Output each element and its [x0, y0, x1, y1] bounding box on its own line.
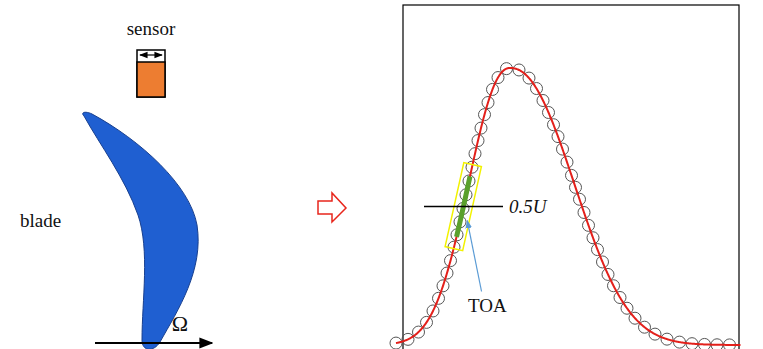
sensor-element: [137, 62, 165, 97]
transition-arrow: [318, 193, 346, 222]
blade-label: blade: [20, 211, 61, 230]
sensor-label: sensor: [127, 19, 176, 38]
blade-shape: [83, 112, 198, 349]
rotation-label: Ω: [172, 313, 188, 335]
toa-label: TOA: [468, 296, 507, 315]
threshold-label: 0.5U: [509, 197, 546, 216]
signal-plot: [390, 63, 741, 349]
sensor-width-arrow: [140, 54, 162, 55]
sensor-housing: [137, 50, 165, 97]
rotation-arrow: [95, 342, 212, 344]
toa-pointer: [467, 221, 481, 292]
fitted-curve: [396, 68, 741, 345]
threshold-line: [424, 206, 503, 208]
